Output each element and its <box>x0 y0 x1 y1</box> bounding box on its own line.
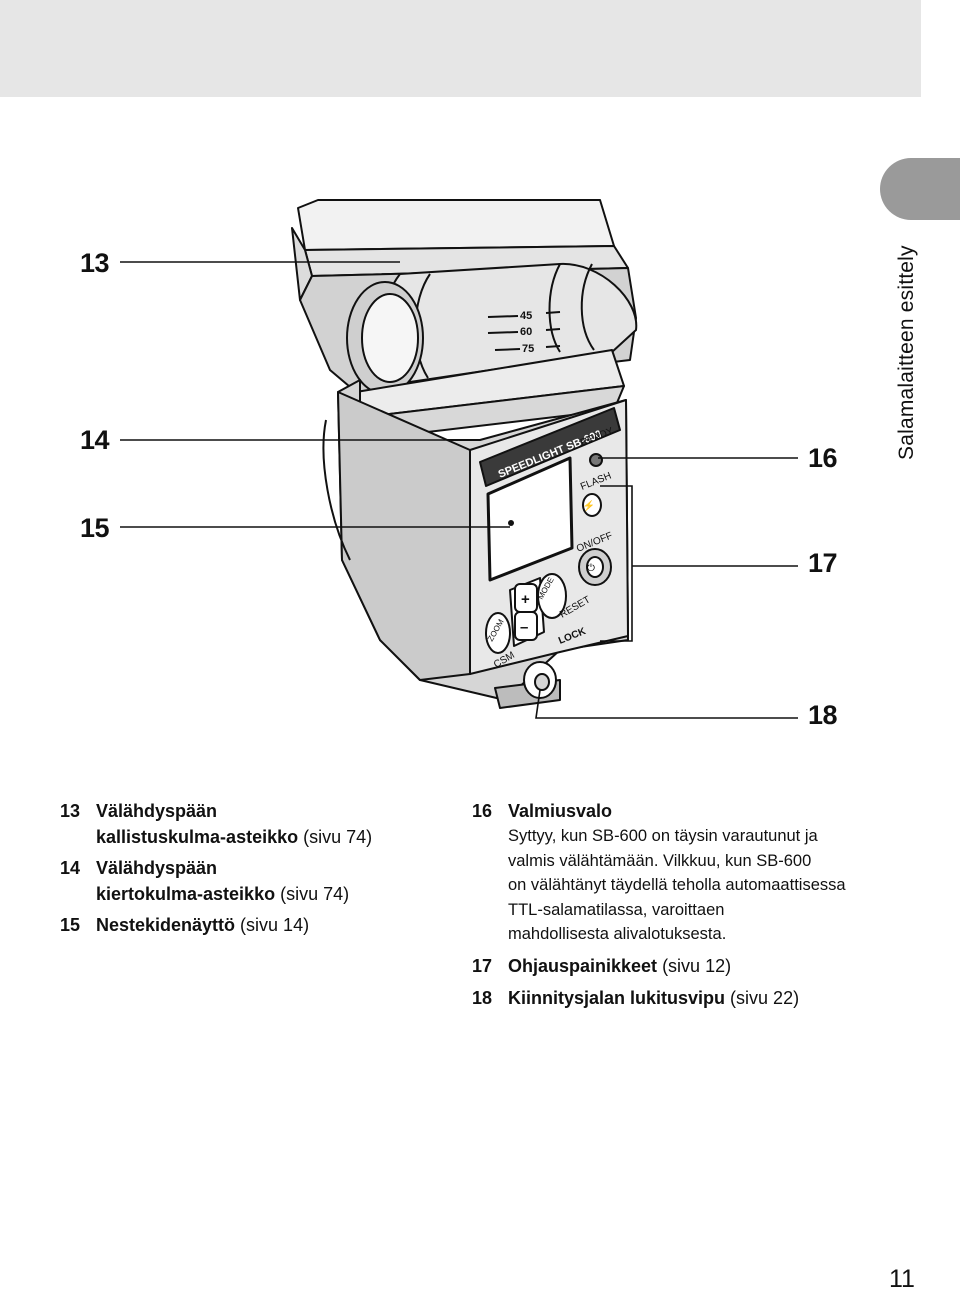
desc-line: valmis välähtämään. Vilkkuu, kun SB-600 <box>508 851 812 870</box>
legend-description: Syttyy, kun SB-600 on täysin varautunut … <box>508 824 912 947</box>
legend-number: 13 <box>60 801 81 821</box>
legend-title: Kiinnitysjalan lukitusvipu <box>508 987 726 1008</box>
legend-item-16: 16 Valmiusvalo Syttyy, kun SB-600 on täy… <box>472 798 912 947</box>
callout-13: 13 <box>80 248 110 278</box>
scale-60: 60 <box>520 326 532 338</box>
legend-item-13: 13 Välähdyspään kallistuskulma-asteikko … <box>60 798 460 850</box>
legend-title: Välähdyspään <box>96 858 218 878</box>
desc-line: Syttyy, kun SB-600 on täysin varautunut … <box>508 827 818 845</box>
scale-45: 45 <box>520 310 532 322</box>
legend-number: 18 <box>472 987 493 1008</box>
legend-number: 17 <box>472 955 493 976</box>
page-ref: (sivu 14) <box>235 915 310 935</box>
legend-number: 16 <box>472 801 493 821</box>
page-ref: (sivu 12) <box>657 955 732 976</box>
desc-line: on välähtänyt täydellä teholla automaatt… <box>508 876 846 894</box>
callout-15: 15 <box>80 513 110 543</box>
flash-unit-illustration: 45 60 75 SPEEDLIGHT SB-600 READY FLASH O… <box>120 199 798 719</box>
callout-17: 17 <box>808 548 838 578</box>
desc-line: TTL-salamatilassa, varoittaen <box>508 900 725 919</box>
scale-75: 75 <box>522 343 534 355</box>
header-bar <box>0 0 921 97</box>
callout-16: 16 <box>808 443 838 473</box>
legend-title: Välähdyspään <box>96 801 218 821</box>
legend-title-cont: kiertokulma-asteikko <box>96 884 276 904</box>
legend-item-17: 17 Ohjauspainikkeet (sivu 12) <box>472 953 912 979</box>
legend-number: 15 <box>60 915 81 935</box>
legend-item-14: 14 Välähdyspään kiertokulma-asteikko (si… <box>60 855 460 907</box>
section-tab <box>880 158 960 220</box>
legend-item-18: 18 Kiinnitysjalan lukitusvipu (sivu 22) <box>472 985 912 1011</box>
page-ref: (sivu 74) <box>275 884 350 904</box>
power-icon: ⏻ <box>587 563 595 574</box>
legend-title: Valmiusvalo <box>508 801 613 821</box>
lightning-icon: ⚡ <box>583 499 595 512</box>
callout-18: 18 <box>808 700 838 730</box>
page-ref: (sivu 74) <box>298 827 373 847</box>
desc-line: mahdollisesta alivalotuksesta. <box>508 925 727 943</box>
minus-icon: – <box>520 619 528 636</box>
legend-title-cont: kallistuskulma-asteikko <box>96 827 299 847</box>
legend-right: 16 Valmiusvalo Syttyy, kun SB-600 on täy… <box>472 798 912 1011</box>
callout-14: 14 <box>80 425 110 455</box>
page-number: 11 <box>889 1265 915 1293</box>
legend-left: 13 Välähdyspään kallistuskulma-asteikko … <box>60 798 460 938</box>
legend-title: Nestekidenäyttö <box>96 915 236 935</box>
legend-item-15: 15 Nestekidenäyttö (sivu 14) <box>60 912 460 938</box>
plus-icon: + <box>521 591 530 608</box>
legend-title: Ohjauspainikkeet <box>508 955 658 976</box>
legend-number: 14 <box>60 858 81 878</box>
page-ref: (sivu 22) <box>725 987 800 1008</box>
